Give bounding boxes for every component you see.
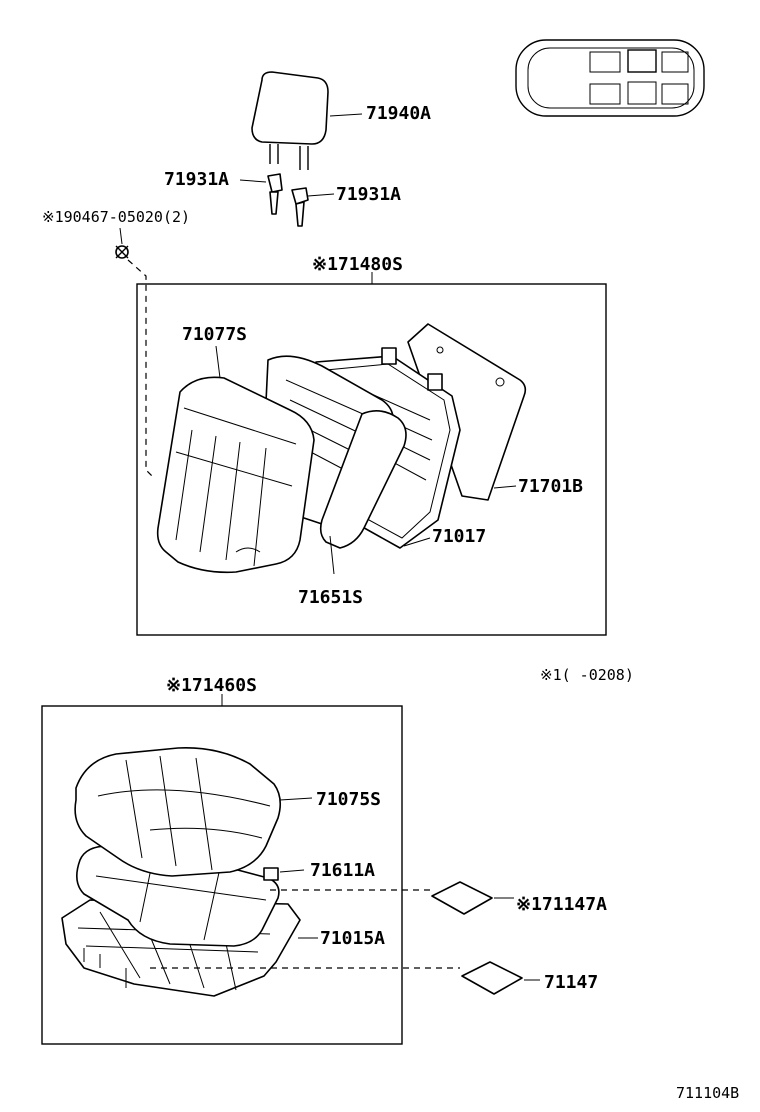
label-back-board: 71701B	[518, 476, 583, 497]
label-diagram-id: 711104B	[676, 1084, 739, 1102]
pad-71147a-icon	[270, 881, 514, 915]
label-part-71147: 71147	[544, 972, 598, 993]
headrest-support-icon	[239, 173, 335, 227]
label-cushion-frame: 71015A	[320, 928, 385, 949]
label-support-right: 71931A	[336, 184, 401, 205]
label-back-frame: 71017	[432, 526, 486, 547]
pad-71147-icon	[150, 961, 540, 995]
back-cover-icon	[156, 345, 315, 574]
side-pad-icon	[319, 410, 407, 575]
label-back-pad: 71651S	[298, 587, 363, 608]
label-back-assembly: ※171480S	[312, 254, 403, 275]
label-support-left: 71931A	[164, 169, 229, 190]
vehicle-locator-icon	[515, 39, 705, 117]
headrest-icon	[251, 71, 363, 170]
label-screw: ※190467-05020(2)	[42, 208, 190, 226]
label-cushion-assembly: ※171460S	[166, 675, 257, 696]
screw-icon	[115, 227, 153, 477]
label-cushion-cover: 71075S	[316, 789, 381, 810]
label-cushion-pad: 71611A	[310, 860, 375, 881]
label-back-cover: 71077S	[182, 324, 247, 345]
back-board-icon	[407, 323, 527, 501]
label-headrest: 71940A	[366, 103, 431, 124]
cushion-cover-icon	[74, 747, 313, 877]
back-assembly-box	[136, 272, 607, 636]
label-footnote: ※1( -0208)	[540, 666, 634, 684]
label-part-71147a: ※171147A	[516, 894, 607, 915]
cushion-assembly-box	[41, 694, 403, 1045]
